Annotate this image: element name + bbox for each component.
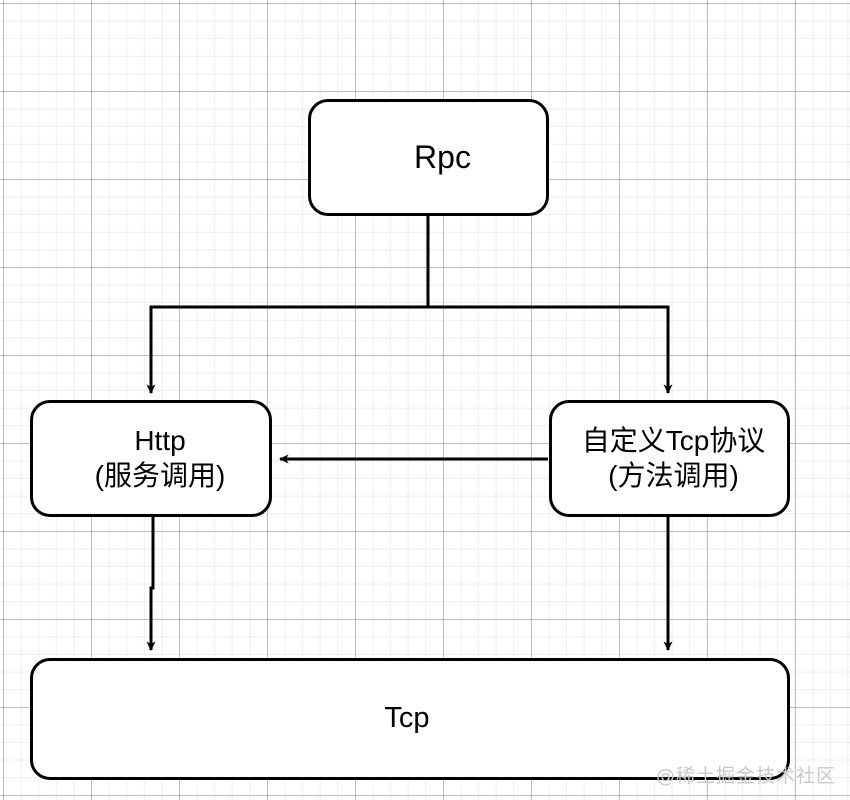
- watermark: @稀土掘金技术社区: [655, 765, 836, 787]
- edge-rpc-to-custom-tcp: [428, 305, 673, 394]
- edge-rpc-to-http: [146, 216, 430, 394]
- node-http-label-line-2: (服务调用): [94, 459, 226, 491]
- node-http-label-group: Http (服务调用): [95, 424, 226, 492]
- edge-http-to-tcp: [146, 517, 156, 651]
- node-tcp[interactable]: Tcp: [30, 658, 790, 780]
- node-rpc[interactable]: Rpc: [308, 99, 549, 216]
- node-http[interactable]: Http (服务调用): [30, 400, 272, 517]
- node-rpc-label-group: Rpc: [414, 138, 471, 177]
- node-tcp-label-line-1: Tcp: [384, 702, 430, 735]
- node-http-label-line-1: Http: [134, 425, 186, 457]
- node-custom-tcp-label-line-2: (方法调用): [608, 459, 739, 491]
- node-custom-tcp[interactable]: 自定义Tcp协议 (方法调用): [549, 400, 790, 517]
- node-tcp-label-group: Tcp: [384, 701, 429, 736]
- node-custom-tcp-label-group: 自定义Tcp协议 (方法调用): [582, 424, 766, 492]
- node-custom-tcp-label-line-1: 自定义Tcp协议: [581, 425, 766, 457]
- node-rpc-label-line-1: Rpc: [414, 138, 471, 175]
